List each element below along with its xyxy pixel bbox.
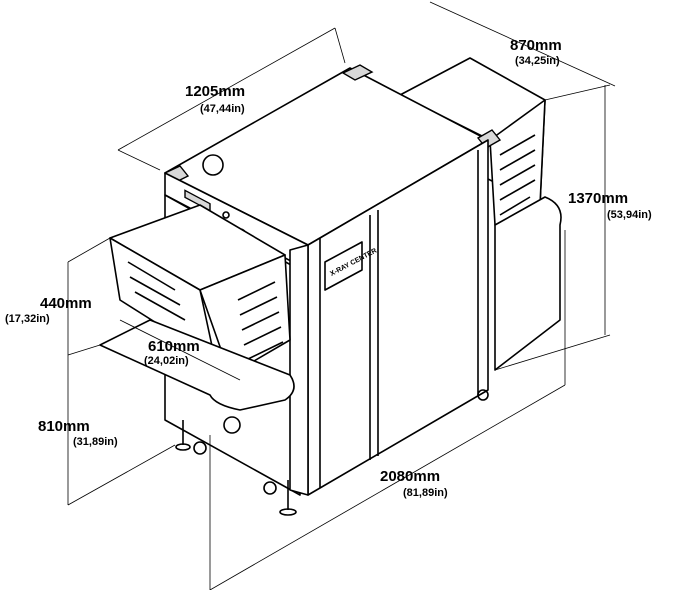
tunnel-height-in-label: (17,32in) — [5, 313, 50, 325]
width-mm-label: 870mm — [510, 37, 562, 54]
width-in-label: (34,25in) — [515, 55, 560, 67]
tunnel-width-mm-label: 610mm — [148, 338, 200, 355]
height-mm-label: 1370mm — [568, 190, 629, 207]
belt-height-in-label: (31,89in) — [73, 436, 118, 448]
tunnel-width-in-label: (24,02in) — [144, 355, 189, 367]
tunnel-height-mm-label: 440mm — [40, 295, 92, 312]
feet — [175, 389, 489, 516]
total-length-in-label: (81,89in) — [403, 487, 448, 499]
belt-height-mm-label: 810mm — [38, 418, 90, 435]
dimension-lines — [67, 1, 616, 590]
logo-plate — [324, 241, 363, 291]
height-in-label: (53,94in) — [607, 209, 652, 221]
rear-exit-hood — [399, 57, 562, 371]
total-length-mm-label: 2080mm — [380, 468, 441, 485]
length-mm-label: 1205mm — [185, 83, 246, 100]
top-hatch-icon — [202, 154, 224, 176]
entry-tunnel-hood — [99, 204, 295, 411]
length-in-label: (47,44in) — [200, 103, 245, 115]
